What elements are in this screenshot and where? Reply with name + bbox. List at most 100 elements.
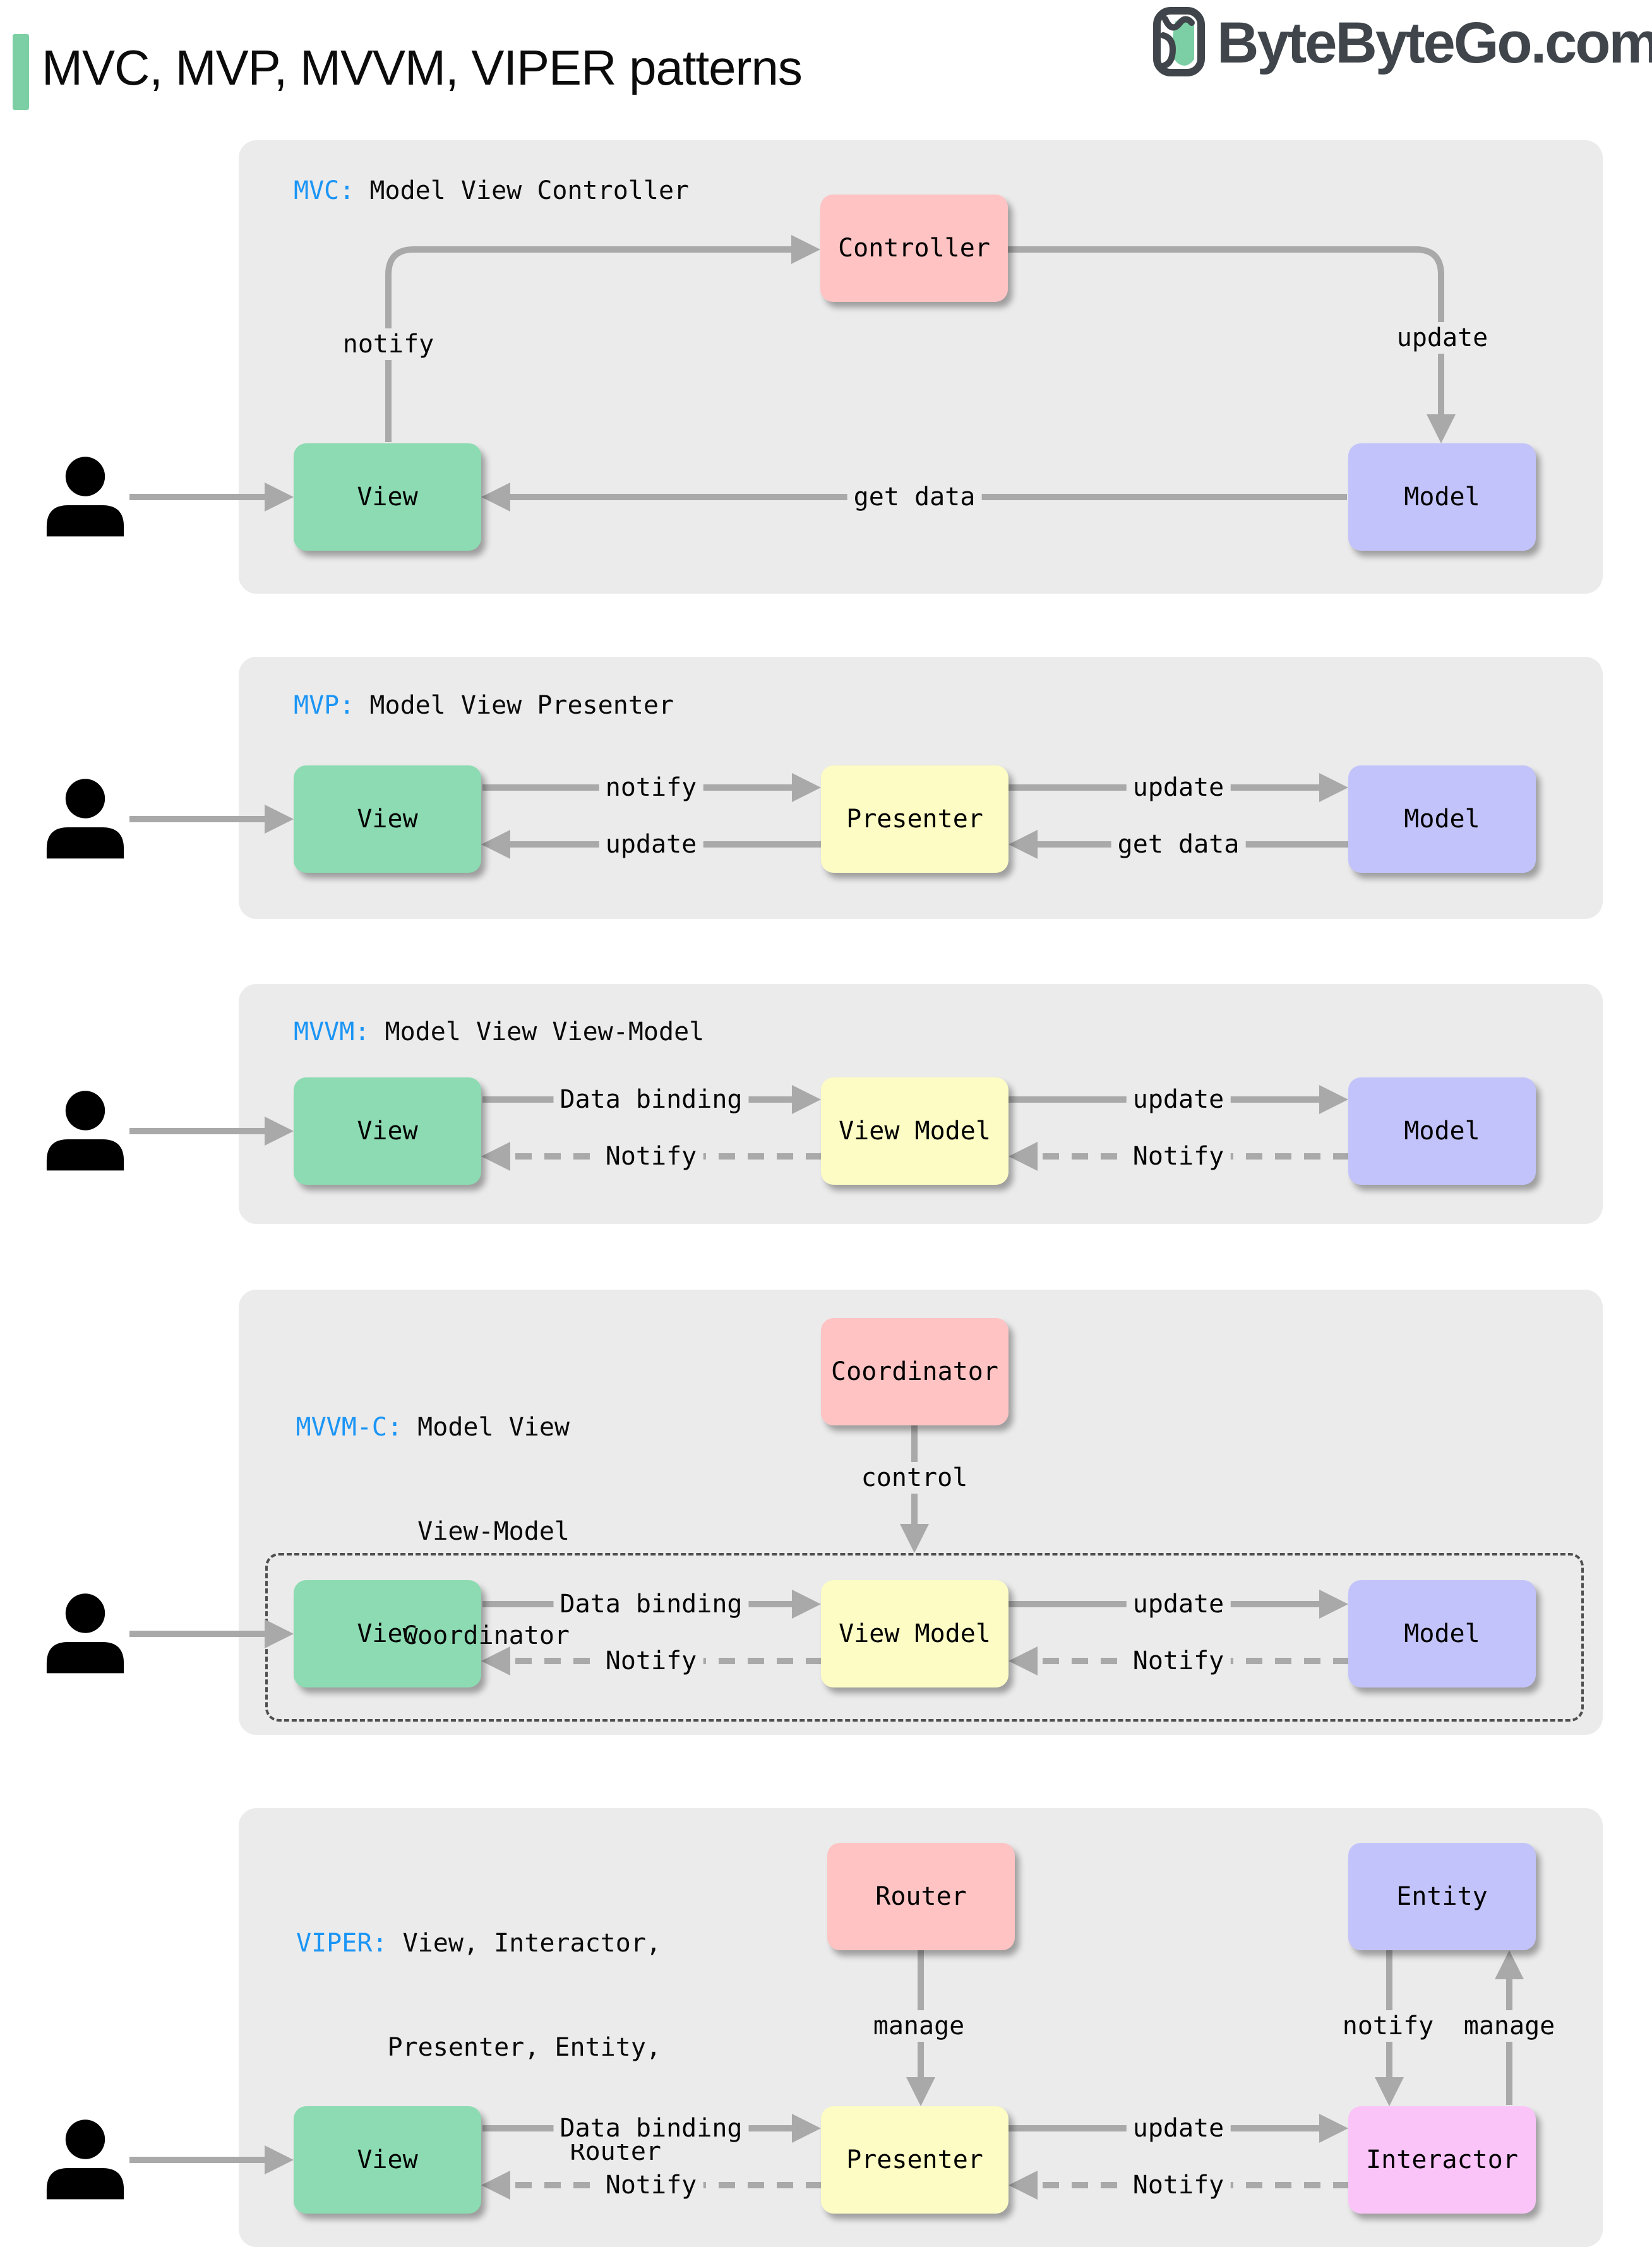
user-icon bbox=[44, 2118, 126, 2202]
edge-label-get-data-mvc: get data bbox=[847, 481, 982, 513]
arrowhead bbox=[481, 483, 510, 512]
arrowhead bbox=[481, 1646, 510, 1676]
box-coordinator-mvvm-c: Coordinator bbox=[821, 1318, 1009, 1425]
arrowhead bbox=[792, 1085, 821, 1114]
box-view-mvp: View bbox=[294, 765, 481, 873]
arrowheads bbox=[265, 235, 1524, 2200]
pattern-tag: MVVM-C: bbox=[296, 1413, 403, 1442]
edge-label-notify-mvp: notify bbox=[599, 772, 703, 803]
edge-label-notify-entity-viper: notify bbox=[1336, 2010, 1440, 2042]
edge-label-data-binding-mvvm-c: Data binding bbox=[553, 1588, 749, 1620]
arrowhead bbox=[1009, 1646, 1038, 1676]
box-label: Entity bbox=[1396, 1882, 1488, 1911]
box-entity-viper: Entity bbox=[1348, 1843, 1536, 1950]
edge-label-update-viper: update bbox=[1126, 2113, 1231, 2144]
box-view-mvc: View bbox=[294, 443, 481, 551]
edge-label-update-bottom-mvp: update bbox=[599, 829, 703, 860]
arrowhead bbox=[265, 1619, 294, 1648]
pattern-desc-line: View-Model bbox=[417, 1517, 570, 1546]
pattern-tag: MVP: bbox=[294, 691, 355, 720]
edge-label-update-mvvm-c: update bbox=[1126, 1588, 1231, 1620]
panel-title-mvvm-c: MVVM-C: Model View View-Model Coordinato… bbox=[294, 1341, 570, 1688]
arrow-notify-mvc bbox=[385, 246, 791, 442]
box-label: Model bbox=[1404, 483, 1480, 512]
box-label: Model bbox=[1404, 1117, 1480, 1146]
box-presenter-viper: Presenter bbox=[821, 2106, 1009, 2214]
brand-name: ByteByteGo.com bbox=[1217, 11, 1652, 75]
pattern-tag: MVVM: bbox=[294, 1017, 370, 1046]
pattern-desc-line: Presenter, Entity, bbox=[387, 2033, 661, 2062]
edge-label-notify-left-mvvm-c: Notify bbox=[599, 1645, 703, 1677]
pattern-desc: Model View Presenter bbox=[354, 691, 674, 720]
user-icon bbox=[44, 777, 126, 861]
arrowhead bbox=[481, 2171, 510, 2200]
box-view-model-mvvm: View Model bbox=[821, 1077, 1009, 1185]
arrowhead bbox=[1319, 1590, 1348, 1619]
edge-label-update-mvvm: update bbox=[1126, 1084, 1231, 1115]
box-model-mvvm: Model bbox=[1348, 1077, 1536, 1185]
pattern-desc-line: Coordinator bbox=[402, 1621, 570, 1650]
arrowhead bbox=[481, 830, 510, 859]
pattern-desc-line: VIPER: View, Interactor, bbox=[292, 1926, 661, 1961]
edge-label-update-top-mvp: update bbox=[1126, 772, 1231, 803]
arrowhead bbox=[481, 1142, 510, 1171]
edge-label-notify-mvc: notify bbox=[336, 328, 441, 360]
box-label: Model bbox=[1404, 1619, 1480, 1648]
box-label: View bbox=[357, 805, 418, 834]
box-label: View bbox=[357, 2145, 418, 2174]
arrowhead bbox=[900, 1524, 929, 1553]
arrowhead bbox=[1427, 414, 1456, 443]
edge-label-manage-entity-viper: manage bbox=[1457, 2010, 1562, 2042]
edge-label-notify-left-viper: Notify bbox=[599, 2169, 703, 2201]
box-model-mvvm-c: Model bbox=[1348, 1580, 1536, 1688]
user-icon bbox=[44, 455, 126, 539]
arrowhead bbox=[265, 2145, 294, 2174]
arrowhead bbox=[1009, 2171, 1038, 2200]
edge-label-notify-right-mvvm-c: Notify bbox=[1126, 1645, 1231, 1677]
arrowhead bbox=[1009, 1142, 1038, 1171]
user-icon bbox=[44, 1592, 126, 1676]
panel-title-mvc: MVC: Model View Controller bbox=[294, 174, 689, 208]
panel-title-viper: VIPER: View, Interactor, Presenter, Enti… bbox=[292, 1857, 661, 2204]
box-view-mvvm: View bbox=[294, 1077, 481, 1185]
box-label: Controller bbox=[838, 234, 990, 263]
user-icon bbox=[44, 1089, 126, 1173]
box-router-viper: Router bbox=[827, 1843, 1015, 1950]
box-model-mvp: Model bbox=[1348, 765, 1536, 873]
arrowhead bbox=[792, 773, 821, 802]
box-controller-mvc: Controller bbox=[820, 195, 1008, 302]
box-model-mvc: Model bbox=[1348, 443, 1536, 551]
arrowhead bbox=[1319, 1085, 1348, 1114]
edge-label-notify-right-mvvm: Notify bbox=[1126, 1141, 1231, 1172]
pattern-desc: Model View Controller bbox=[354, 176, 690, 205]
page-title: MVC, MVP, MVVM, VIPER patterns bbox=[42, 40, 803, 95]
box-label: View bbox=[357, 1619, 418, 1648]
box-label: View bbox=[357, 1117, 418, 1146]
pattern-desc: Model View View-Model bbox=[369, 1017, 705, 1046]
edge-label-notify-left-mvvm: Notify bbox=[599, 1141, 703, 1172]
box-view-model-mvvm-c: View Model bbox=[821, 1580, 1009, 1688]
edge-label-update-mvc: update bbox=[1390, 322, 1495, 354]
title-accent-bar bbox=[13, 34, 29, 110]
pattern-desc-line: MVVM-C: Model View bbox=[294, 1410, 570, 1445]
box-view-mvvm-c: View bbox=[294, 1580, 481, 1688]
edge-label-manage-router-viper: manage bbox=[866, 2010, 971, 2042]
box-view-viper: View bbox=[294, 2106, 481, 2214]
arrowhead bbox=[265, 805, 294, 834]
box-presenter-mvp: Presenter bbox=[821, 765, 1009, 873]
arrowhead bbox=[1375, 2077, 1404, 2106]
edge-label-get-data-mvp: get data bbox=[1111, 829, 1246, 860]
pattern-tag: VIPER: bbox=[296, 1929, 388, 1958]
box-interactor-viper: Interactor bbox=[1348, 2106, 1536, 2214]
box-label: Presenter bbox=[846, 2145, 983, 2174]
brand-logo: ByteByteGo.com bbox=[1152, 6, 1652, 80]
arrowhead bbox=[265, 483, 294, 512]
arrowhead bbox=[791, 235, 820, 264]
box-label: View Model bbox=[839, 1619, 991, 1648]
arrow-update-mvc bbox=[1008, 246, 1444, 414]
edge-label-data-binding-mvvm: Data binding bbox=[553, 1084, 749, 1115]
box-label: Presenter bbox=[846, 805, 983, 834]
panel-title-mvp: MVP: Model View Presenter bbox=[294, 688, 674, 722]
box-label: View bbox=[357, 483, 418, 512]
panel-title-mvvm: MVVM: Model View View-Model bbox=[294, 1015, 704, 1049]
